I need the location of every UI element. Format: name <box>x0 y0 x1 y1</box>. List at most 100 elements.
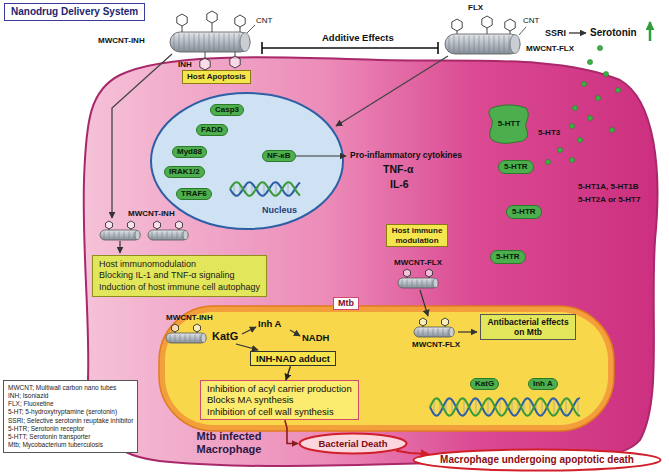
protein-box: FADD <box>196 124 228 136</box>
bond-line <box>240 27 241 32</box>
annotation-label: 5-HT1A, 5-HT1B <box>578 182 638 192</box>
annotation-label: MWCNT-FLX <box>526 44 574 54</box>
label-slot: MWCNT-INH <box>166 313 213 323</box>
process-box: Inhibition of acyl carrier productionBlo… <box>200 380 359 420</box>
protein-box: IRAK1/2 <box>164 166 205 178</box>
bacterium: MtbINH-NAD adductInhibition of acyl carr… <box>158 305 615 432</box>
ring-symbol <box>426 269 433 277</box>
ring-symbol <box>177 14 187 26</box>
node-text: 5-HTT <box>498 119 521 129</box>
node-text: Myd88 <box>177 147 202 157</box>
macrophage-cell: Mtb infected MacrophageHost ApoptosisNuc… <box>78 50 664 472</box>
node-text: Inhibition of acyl carrier production <box>207 383 352 394</box>
label-slot: MWCNT-INH <box>128 209 175 219</box>
annotation-label: SSRI <box>545 28 566 39</box>
effect-box: Host Apoptosis <box>182 70 251 84</box>
effect-box: Antibacterial effects on Mtb <box>480 314 576 340</box>
bond-line <box>235 52 236 56</box>
cell-outline <box>84 57 658 466</box>
bond-line <box>519 27 526 35</box>
annotation-label: NADH <box>302 332 329 343</box>
arrow-line <box>458 331 477 332</box>
ring-symbol <box>442 318 449 326</box>
annotation-label: 5-HT2A or 5-HT7 <box>578 195 640 205</box>
serotonin-dot <box>577 137 582 142</box>
bond-line <box>247 25 255 33</box>
serotonin-dot <box>581 81 586 86</box>
nanotube-symbol <box>445 34 520 54</box>
node-text: MWCNT; Multiwall carbon nano tubes <box>8 384 133 392</box>
node-text: 5-HTR <box>504 162 528 172</box>
annotation-label: IL-6 <box>390 178 409 191</box>
nanotube-symbol <box>148 230 188 240</box>
serotonin-dot <box>569 157 574 162</box>
ring-symbol <box>176 221 183 229</box>
node-text: 5-HT; 5-hydroxytryptamine (serotonin) <box>8 408 133 416</box>
ring-symbol <box>200 58 210 70</box>
node-text: FLX; Fluoxetine <box>8 400 133 408</box>
ring-symbol <box>207 11 217 23</box>
annotation-label: MWCNT-FLX <box>412 340 460 350</box>
gene-box: Inh A <box>528 378 558 390</box>
ring-symbol <box>452 19 462 31</box>
ring-symbol <box>404 269 411 277</box>
label-slot: FLX <box>468 3 483 13</box>
node-text: Antibacterial effects on Mtb <box>486 317 570 337</box>
node-text: Nanodrug Delivery System <box>11 6 138 18</box>
receptor: 5-HTR <box>506 205 542 219</box>
abbreviation-box: MWCNT; Multiwall carbon nano tubesINH; I… <box>3 380 138 453</box>
label-slot: MWCNT-INH <box>98 36 145 46</box>
serotonin-dot <box>597 45 602 50</box>
annotation-label: Inh A <box>258 318 281 329</box>
node-shape <box>150 92 344 230</box>
protein-box: TRAF6 <box>176 188 212 200</box>
annotation-label: KatG <box>212 330 238 343</box>
node-text: Mtb; Mycobacterium tuberculosis <box>8 441 133 449</box>
node-text: Casp3 <box>215 105 239 115</box>
annotation-label: INH <box>178 60 192 70</box>
bond-line <box>487 28 488 34</box>
node-text: FADD <box>201 125 223 135</box>
label-slot: 5-HT1A, 5-HT1B <box>578 182 638 192</box>
annotation-label: Serotonin <box>590 27 637 39</box>
ring-symbol <box>194 324 201 332</box>
node-text: 5-HTR <box>512 207 536 217</box>
serotonin-dot <box>587 59 592 64</box>
ring-symbol <box>172 324 179 332</box>
outcome-outline <box>414 450 661 471</box>
node-text: IRAK1/2 <box>169 167 200 177</box>
node-text: Mtb <box>338 298 354 309</box>
label-slot: CNT <box>523 16 539 26</box>
receptor: 5-HTR <box>498 160 534 174</box>
serotonin-dot <box>545 159 550 164</box>
transporter-protein: 5-HTT <box>486 104 532 144</box>
nanotube-symbol <box>166 333 206 343</box>
label-slot: CNT <box>256 16 272 26</box>
annotation-label: MWCNT-INH <box>128 209 175 219</box>
text-slot: Mtb infected Macrophage <box>185 430 273 455</box>
annotation-label: Pro-inflammatory cytokines <box>350 150 462 160</box>
receptor: 5-HTR <box>490 250 526 264</box>
title-box: Nanodrug Delivery System <box>4 3 145 21</box>
outcome-outline <box>300 434 407 454</box>
node-text: INH-NAD adduct <box>256 353 330 364</box>
node-text: Inh A <box>533 379 553 389</box>
label-slot: 5-HT3 <box>538 128 560 138</box>
label-slot: KatG <box>212 330 238 343</box>
bond-line <box>205 52 206 58</box>
protein-box: Myd88 <box>172 146 207 158</box>
annotation-label: MWCNT-INH <box>98 36 145 46</box>
node-text: Macrophage undergoing apoptotic death <box>440 454 634 466</box>
ring-symbol <box>235 15 245 27</box>
ring-symbol <box>505 19 515 31</box>
label-slot: MWCNT-FLX <box>412 340 460 350</box>
node-text: SSRI; Selective serotonin reuptake inhib… <box>8 417 133 425</box>
gene-box: KatG <box>470 378 499 390</box>
bond-line <box>212 23 213 32</box>
label-slot: MWCNT-FLX <box>526 44 574 54</box>
annotation-label: CNT <box>256 16 272 26</box>
node-text: 5-HTR <box>496 252 520 262</box>
node-text: Blocks MA synthesis <box>207 394 352 405</box>
